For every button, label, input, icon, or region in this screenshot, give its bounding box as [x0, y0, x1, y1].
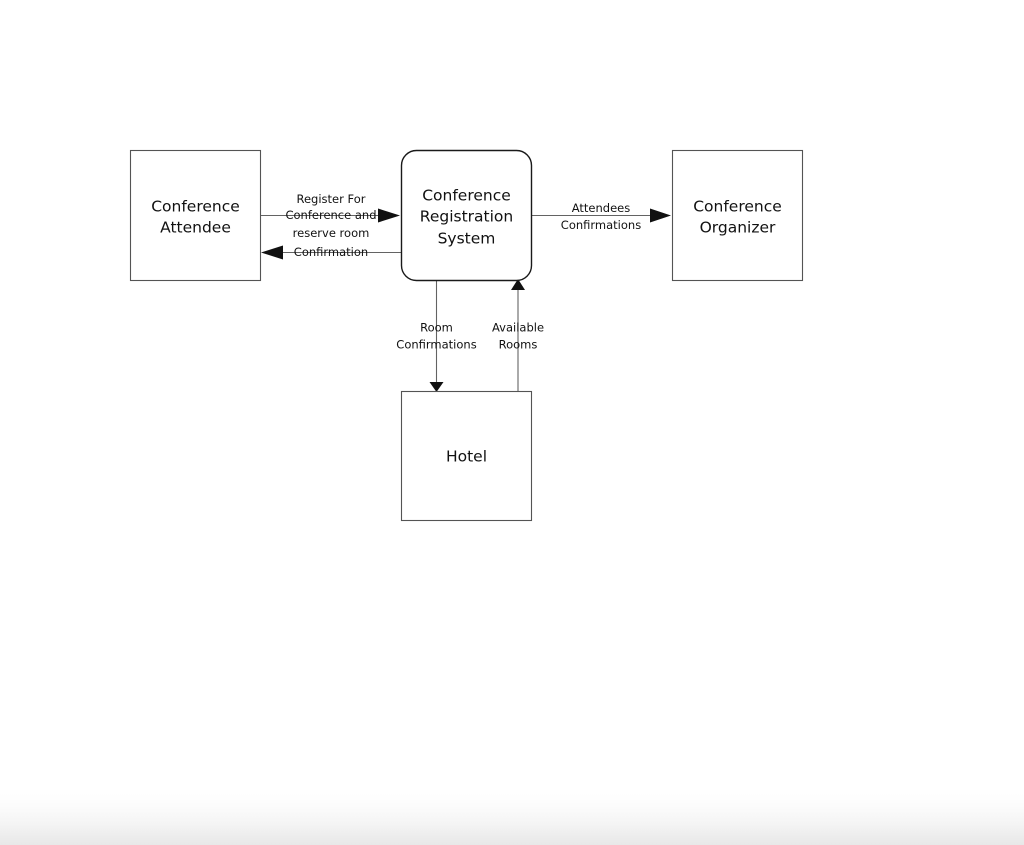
flow-room-confirmations: Room Confirmations: [396, 280, 477, 392]
flow-label-register-line3: reserve room: [293, 226, 370, 240]
node-hotel-label: Hotel: [446, 448, 487, 466]
node-conference-attendee-label-line2: Attendee: [160, 219, 231, 237]
arrow-head-right-attendees: [650, 208, 671, 223]
node-conference-organizer-label-line1: Conference: [693, 198, 782, 216]
flow-label-register-line2: Conference and: [285, 208, 376, 222]
flow-label-room-confirmations-line1: Room: [420, 321, 453, 335]
node-conference-registration-system-label-line3: System: [438, 230, 496, 248]
flow-label-room-confirmations-line2: Confirmations: [396, 338, 476, 352]
arrow-head-right-register: [378, 208, 400, 223]
flow-available-rooms: Available Rooms: [492, 279, 544, 391]
flow-label-attendees-line1: Attendees: [572, 201, 631, 215]
arrow-head-down-room-confirmations: [429, 382, 444, 392]
flow-attendees-confirmations: Attendees Confirmations: [531, 201, 671, 232]
node-conference-registration-system-shape[interactable]: [400, 149, 533, 282]
flow-label-available-rooms-line2: Rooms: [499, 338, 538, 352]
node-conference-attendee[interactable]: Conference Attendee: [129, 149, 262, 282]
node-conference-attendee-label-line1: Conference: [151, 198, 240, 216]
flow-label-register-line1: Register For: [297, 192, 366, 206]
node-conference-organizer[interactable]: Conference Organizer: [671, 149, 804, 282]
node-conference-organizer-label-line2: Organizer: [700, 219, 776, 237]
node-hotel[interactable]: Hotel: [400, 390, 533, 522]
node-conference-organizer-shape[interactable]: [671, 149, 804, 282]
flow-label-available-rooms-line1: Available: [492, 321, 544, 335]
node-conference-registration-system-label-line1: Conference: [422, 187, 511, 205]
arrow-head-left-confirmation: [261, 245, 283, 260]
node-conference-registration-system[interactable]: Conference Registration System: [400, 149, 533, 282]
flow-label-confirmation: Confirmation: [294, 245, 368, 259]
node-conference-registration-system-label-line2: Registration: [420, 208, 513, 226]
node-hotel-shape[interactable]: [400, 390, 533, 522]
flow-confirmation: Confirmation: [261, 245, 401, 260]
flow-label-attendees-line2: Confirmations: [561, 218, 641, 232]
arrow-head-up-available-rooms: [511, 279, 525, 290]
flow-register-for-conference: Register For Conference and reserve room: [260, 192, 400, 240]
node-conference-attendee-shape[interactable]: [129, 149, 262, 282]
